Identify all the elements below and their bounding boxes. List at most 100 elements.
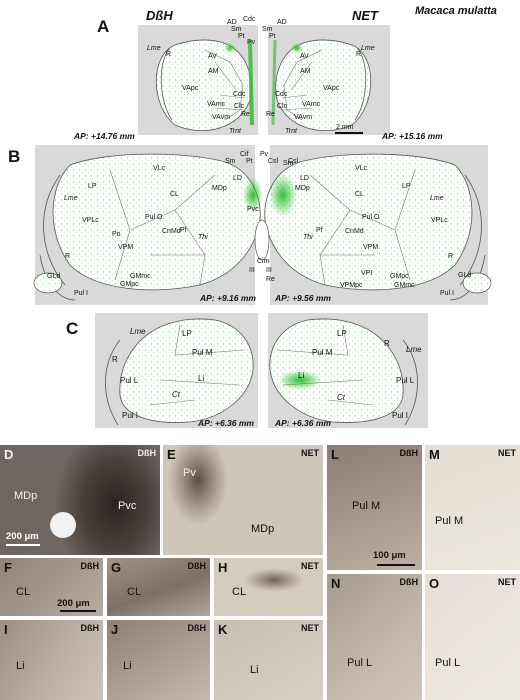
micrograph-i-label: Li <box>16 660 25 672</box>
right-thalamus-outline <box>275 39 371 132</box>
panel-c-nucleus-label: Li <box>198 374 204 383</box>
panel-b-nucleus-label: Lme <box>64 195 78 202</box>
micrograph-e-letter: E <box>167 447 176 462</box>
micrograph-j-letter: J <box>111 622 119 637</box>
micrograph-d-scale: 200 μm <box>6 531 39 542</box>
panel-a-nucleus-label: Cdc <box>275 91 288 98</box>
micrograph-e-label-1: Pv <box>183 467 196 479</box>
panel-c-nucleus-label: Pul I <box>122 411 138 420</box>
panel-c-nucleus-label: R <box>384 339 390 348</box>
micrograph-i-letter: I <box>4 622 8 637</box>
condition-right-header: NET <box>352 8 379 23</box>
panel-a <box>138 25 390 135</box>
panel-a-nucleus-label: VAmc <box>302 101 321 108</box>
panel-b-nucleus-label: CnMd <box>345 228 364 235</box>
panel-c-nucleus-label: Pul L <box>396 376 415 385</box>
panel-letter-a: A <box>97 17 109 36</box>
panel-a-nucleus-label: Pt <box>269 33 276 40</box>
panel-b-nucleus-label: VPMpc <box>340 282 363 289</box>
panel-b-nucleus-label: Thi <box>303 234 313 241</box>
panel-a-nucleus-label: Re <box>266 111 275 118</box>
panel-b-nucleus-label: GMmc <box>130 273 151 280</box>
micrograph-k-label: Li <box>250 664 259 676</box>
panel-b-nucleus-label: GMpc <box>120 281 139 288</box>
left-thalamus-outline <box>156 39 252 132</box>
panel-letter-c: C <box>66 319 78 338</box>
panel-b-nucleus-label: GMpc <box>390 273 409 280</box>
panel-a-nucleus-label: Pt <box>238 33 245 40</box>
micrograph-d-tag: DßH <box>137 448 157 458</box>
panel-c-nucleus-label: Li <box>298 371 304 380</box>
micrograph-j-tag: DßH <box>187 623 207 633</box>
micrograph-n: N DßH Pul L <box>327 574 422 700</box>
panel-a-nucleus-label: Trnt <box>285 128 298 135</box>
panel-b-nucleus-label: GLd <box>458 272 471 279</box>
right-pulvinar-outline <box>269 318 404 423</box>
panel-b-nucleus-label: Csl <box>288 158 299 165</box>
micrograph-i-tag: DßH <box>80 623 100 633</box>
micrograph-d-label-1: MDp <box>14 490 38 502</box>
panel-a-nucleus-label: VApc <box>182 85 199 92</box>
panel-b-nucleus-label: GLd <box>47 273 60 280</box>
micrograph-f-scale: 200 μm <box>57 598 90 609</box>
panel-b-nucleus-label: Thi <box>198 234 208 241</box>
panel-b-nucleus-label: VPM <box>363 244 378 251</box>
ap-a-left: AP: +14.76 mm <box>73 131 135 141</box>
micrograph-o: O NET Pul L <box>425 574 520 700</box>
panel-a-nucleus-label: Trnt <box>229 128 242 135</box>
left-pulvinar-outline <box>119 318 254 423</box>
condition-left-header: DßH <box>146 8 173 23</box>
panel-b-nucleus-label: Pv <box>260 151 269 158</box>
micrograph-l-letter: L <box>331 447 339 462</box>
panel-letter-b: B <box>8 147 20 166</box>
panel-b <box>33 145 492 305</box>
panel-a-nucleus-label: VAvm <box>294 114 312 121</box>
schematic-panels: Macaca mulatta DßH NET A B C AP: +14.76 … <box>8 5 497 428</box>
panel-a-nucleus-label: AV <box>208 53 217 60</box>
panel-b-nucleus-label: R <box>65 253 70 260</box>
micrograph-g-tag: DßH <box>187 561 207 571</box>
panel-b-nucleus-label: Pul I <box>440 290 454 297</box>
micrograph-o-label: Pul L <box>435 657 461 669</box>
panel-b-nucleus-label: Csl <box>268 158 279 165</box>
micrograph-e: E NET Pv MDp <box>163 445 323 555</box>
micrograph-e-tag: NET <box>301 448 319 458</box>
micrograph-o-letter: O <box>429 576 440 591</box>
panel-a-nucleus-label: Lme <box>361 45 375 52</box>
panel-c-nucleus-label: Pul M <box>192 348 213 357</box>
panel-a-nucleus-label: R <box>356 51 361 58</box>
panel-b-nucleus-label: Pt <box>246 158 253 165</box>
panel-b-nucleus-label: MDp <box>295 185 310 192</box>
micrograph-h-letter: H <box>218 560 228 575</box>
panel-a-nucleus-label: VAmc <box>207 101 226 108</box>
panel-a-nucleus-label: AM <box>208 68 219 75</box>
left-thalamus-outline <box>52 153 261 291</box>
panel-b-nucleus-label: VLc <box>355 165 368 172</box>
ap-c-right: AP: +6.36 mm <box>274 418 331 428</box>
panel-b-nucleus-label: LP <box>88 183 97 190</box>
micrograph-k-letter: K <box>218 622 228 637</box>
micrograph-j-label: Li <box>123 660 132 672</box>
panel-b-nucleus-label: CnMd <box>162 228 181 235</box>
micrograph-f-tag: DßH <box>80 561 100 571</box>
panel-b-nucleus-label: R <box>448 253 453 260</box>
panel-b-nucleus-label: Lme <box>430 195 444 202</box>
panel-a-nucleus-label: Re <box>241 111 250 118</box>
micrograph-e-label-2: MDp <box>251 523 275 535</box>
scale-bar-a <box>335 132 363 134</box>
micrograph-g: G DßH CL <box>107 558 210 616</box>
panel-a-nucleus-label: Pv <box>247 39 256 46</box>
panel-c-nucleus-label: R <box>112 355 118 364</box>
micrograph-j: J DßH Li <box>107 620 210 700</box>
panel-c-nucleus-label: Lme <box>130 327 146 336</box>
panel-b-nucleus-label: Pul I <box>74 290 88 297</box>
panel-b-nucleus-label: Po <box>112 231 121 238</box>
panel-b-nucleus-label: Pul O <box>362 214 380 221</box>
scale-label-a: 2 mm <box>336 124 354 131</box>
panel-a-nucleus-label: AM <box>300 68 311 75</box>
micrograph-m-tag: NET <box>498 448 516 458</box>
panel-c-nucleus-label: Pul M <box>312 348 333 357</box>
panel-b-nucleus-label: VPM <box>118 244 133 251</box>
panel-b-nucleus-label: VLc <box>153 165 166 172</box>
